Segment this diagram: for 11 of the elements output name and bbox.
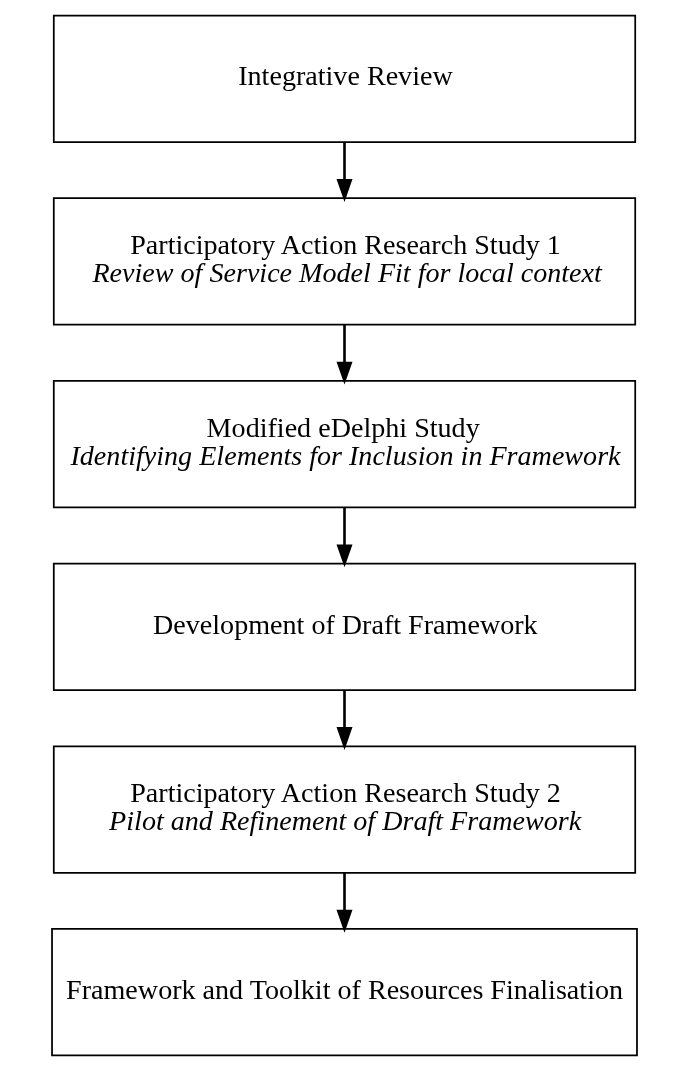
node-box: Participatory Action Research Study 1 Review of Service Model Fit for local context [52, 197, 636, 326]
arrow [336, 690, 352, 750]
arrow [336, 142, 352, 202]
node-box: Integrative Review [52, 14, 636, 143]
arrow [336, 324, 352, 385]
node-box: Development of Draft Framework [52, 562, 636, 691]
node-box: Participatory Action Research Study 2 Pilot and Refinement of Draft Framework [52, 745, 636, 874]
node-box: Modified eDelphi Study Identifying Elements for Inclusion in Framework [52, 380, 636, 509]
node-box: Framework and Toolkit of Resources Finalisation [50, 928, 638, 1057]
arrow [336, 872, 352, 933]
arrow [336, 507, 352, 568]
